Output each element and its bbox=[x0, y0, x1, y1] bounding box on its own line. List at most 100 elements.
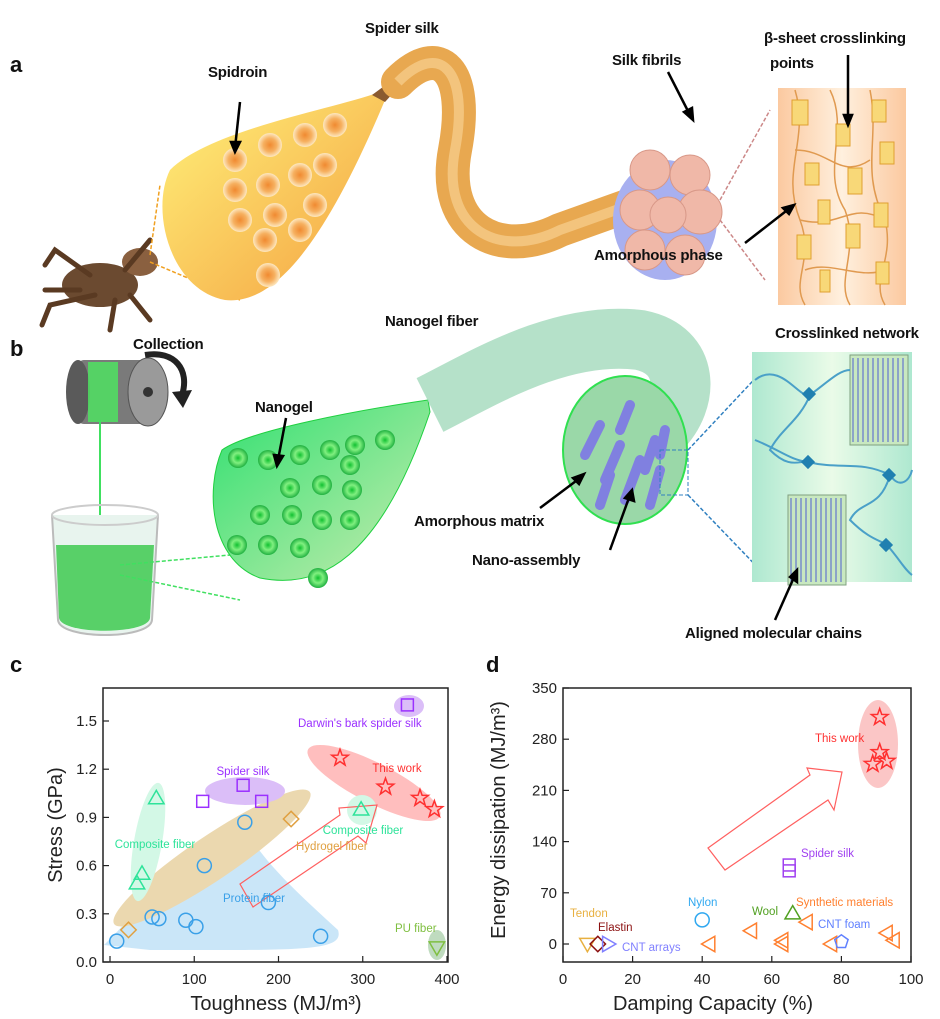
panel-label-d: d bbox=[486, 652, 500, 677]
series-label: This work bbox=[815, 733, 864, 745]
nanogel-particle bbox=[342, 480, 362, 500]
nanogel-label: Nanogel bbox=[255, 399, 313, 416]
spidroin-particle bbox=[228, 208, 252, 232]
rotation-arrow-icon bbox=[144, 351, 188, 396]
silk-fiber bbox=[381, 46, 771, 281]
data-point bbox=[352, 800, 371, 816]
nanogel-particle bbox=[375, 430, 395, 450]
spidroin-particle bbox=[223, 178, 247, 202]
data-point bbox=[783, 904, 802, 920]
data-point bbox=[254, 794, 269, 809]
x-axis-title: Damping Capacity (%) bbox=[613, 993, 813, 1015]
y-tick-label: 140 bbox=[532, 834, 557, 851]
amorphous-phase-label: Amorphous phase bbox=[594, 247, 723, 264]
plot-frame bbox=[562, 687, 912, 963]
y-axis-title: Energy dissipation (MJ/m³) bbox=[488, 701, 510, 939]
nanogel-particle bbox=[340, 455, 360, 475]
beta-sheet-label-2: points bbox=[770, 55, 814, 72]
series-nylon bbox=[694, 912, 710, 928]
series-label: Composite fiber bbox=[323, 825, 404, 837]
data-point bbox=[869, 706, 891, 727]
data-point bbox=[196, 857, 213, 874]
spidroin-dots bbox=[223, 113, 347, 287]
y-tick-label: 0.6 bbox=[76, 858, 97, 875]
series-label: Wool bbox=[752, 906, 778, 918]
series-label: Synthetic materials bbox=[796, 897, 893, 909]
y-tick-label: 0.3 bbox=[76, 906, 97, 923]
series-spider-silk bbox=[195, 778, 269, 809]
data-point bbox=[132, 864, 152, 880]
nanogel-particle bbox=[308, 568, 328, 588]
spidroin-particle bbox=[263, 203, 287, 227]
data-point bbox=[236, 778, 250, 792]
y-tick-label: 210 bbox=[532, 782, 557, 799]
collection-label: Collection bbox=[133, 336, 204, 353]
beta-sheet-label: β-sheet crosslinking bbox=[764, 30, 906, 47]
series-label: PU fiber bbox=[395, 923, 437, 935]
beta-sheet-network-box bbox=[778, 88, 906, 306]
y-tick-label: 0.9 bbox=[76, 809, 97, 826]
series-composite-fiber bbox=[127, 788, 166, 890]
x-tick-label: 0 bbox=[106, 971, 114, 988]
spidroin-particle bbox=[303, 193, 327, 217]
series-this-work bbox=[862, 706, 898, 773]
spidroin-particle bbox=[323, 113, 347, 137]
data-point bbox=[147, 788, 166, 805]
chart-d-regions bbox=[707, 700, 898, 871]
data-point bbox=[119, 921, 138, 939]
data-point bbox=[821, 934, 838, 954]
beaker bbox=[51, 504, 241, 636]
spidroin-particle bbox=[313, 153, 337, 177]
spidroin-particle bbox=[256, 263, 280, 287]
y-tick-label: 1.5 bbox=[76, 713, 97, 730]
y-tick-label: 350 bbox=[532, 680, 557, 697]
data-point bbox=[862, 753, 884, 773]
data-point bbox=[312, 928, 329, 945]
panel-label-b: b bbox=[10, 336, 24, 361]
y-tick-label: 1.2 bbox=[76, 761, 97, 778]
spidroin-particle bbox=[253, 228, 277, 252]
series-label: Elastin bbox=[598, 922, 633, 934]
data-point bbox=[427, 941, 446, 957]
series-label: Spider silk bbox=[801, 848, 854, 860]
data-point bbox=[409, 787, 431, 808]
data-point bbox=[700, 934, 716, 954]
spidroin-particle bbox=[288, 163, 312, 187]
panel-label-c: c bbox=[10, 652, 23, 677]
spidroin-particle bbox=[258, 133, 282, 157]
data-point bbox=[400, 698, 415, 712]
nanogel-particle bbox=[312, 475, 332, 495]
y-tick-label: 280 bbox=[532, 731, 557, 748]
nanogel-particle bbox=[290, 445, 310, 465]
data-point bbox=[282, 810, 300, 828]
x-tick-label: 400 bbox=[434, 971, 459, 988]
silk-fibrils-label: Silk fibrils bbox=[612, 52, 682, 69]
data-point bbox=[782, 858, 796, 872]
nanogel-particle bbox=[340, 510, 360, 530]
series-cnt-foam bbox=[833, 933, 849, 949]
data-point bbox=[237, 814, 253, 830]
spidroin-label: Spidroin bbox=[208, 64, 268, 81]
spidroin-particle bbox=[293, 123, 317, 147]
series-cnt-arrays bbox=[601, 934, 618, 954]
series-label: Nylon bbox=[688, 897, 717, 909]
data-point bbox=[375, 775, 396, 796]
spider-silk-title: Spider silk bbox=[365, 20, 439, 37]
x-axis-title: Toughness (MJ/m³) bbox=[190, 993, 361, 1015]
chart-c-regions bbox=[104, 695, 446, 960]
nanogel-particle bbox=[282, 505, 302, 525]
nanogel-particle bbox=[258, 535, 278, 555]
nanogel-particle bbox=[345, 435, 365, 455]
data-point bbox=[195, 794, 210, 809]
data-point bbox=[260, 894, 277, 911]
crosslinked-network-label: Crosslinked network bbox=[775, 325, 919, 342]
nanogel-particle bbox=[312, 510, 332, 530]
data-point bbox=[329, 746, 351, 767]
data-point bbox=[741, 921, 758, 940]
data-point bbox=[773, 934, 789, 954]
series-label: CNT arrays bbox=[622, 942, 681, 954]
data-point bbox=[144, 909, 160, 925]
data-point bbox=[694, 912, 710, 928]
